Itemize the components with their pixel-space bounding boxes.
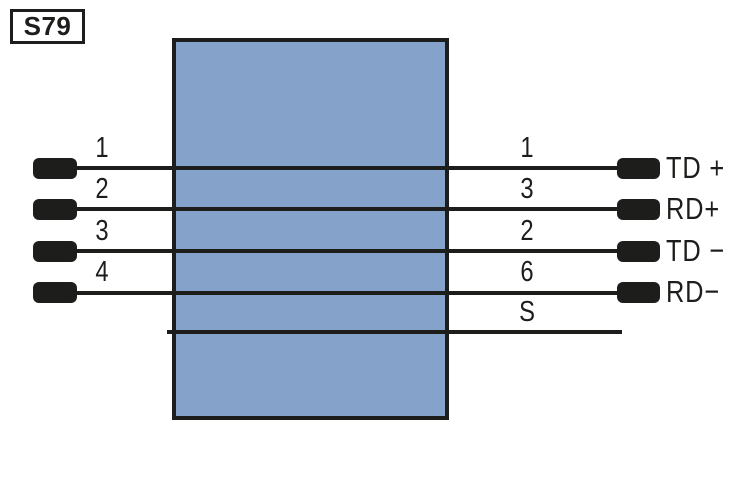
left-connector-pin (33, 158, 77, 179)
pin-number-left: 3 (95, 215, 109, 247)
pin-number-left: 4 (95, 256, 109, 288)
signal-label: TD − (666, 233, 726, 268)
shield-wire (167, 330, 622, 334)
signal-label: TD + (666, 150, 726, 185)
pin-number-right: 3 (520, 173, 534, 205)
right-connector-pin (617, 199, 660, 220)
pin-number-left: 2 (95, 173, 109, 205)
signal-label: RD− (666, 274, 721, 309)
diagram-id-badge: S79 (10, 9, 85, 44)
wire (55, 291, 630, 295)
right-connector-pin (617, 241, 660, 262)
signal-label: RD+ (666, 191, 721, 226)
pin-number-right: 2 (520, 215, 534, 247)
pin-number-right: S (519, 296, 535, 328)
device-box (172, 38, 449, 420)
wire (55, 166, 630, 170)
pin-number-left: 1 (95, 132, 109, 164)
pin-number-right: 6 (520, 256, 534, 288)
wire (55, 207, 630, 211)
left-connector-pin (33, 282, 77, 303)
wire (55, 249, 630, 253)
right-connector-pin (617, 282, 660, 303)
right-connector-pin (617, 158, 660, 179)
left-connector-pin (33, 199, 77, 220)
left-connector-pin (33, 241, 77, 262)
pin-number-right: 1 (520, 132, 534, 164)
diagram-id-label: S79 (23, 11, 72, 41)
